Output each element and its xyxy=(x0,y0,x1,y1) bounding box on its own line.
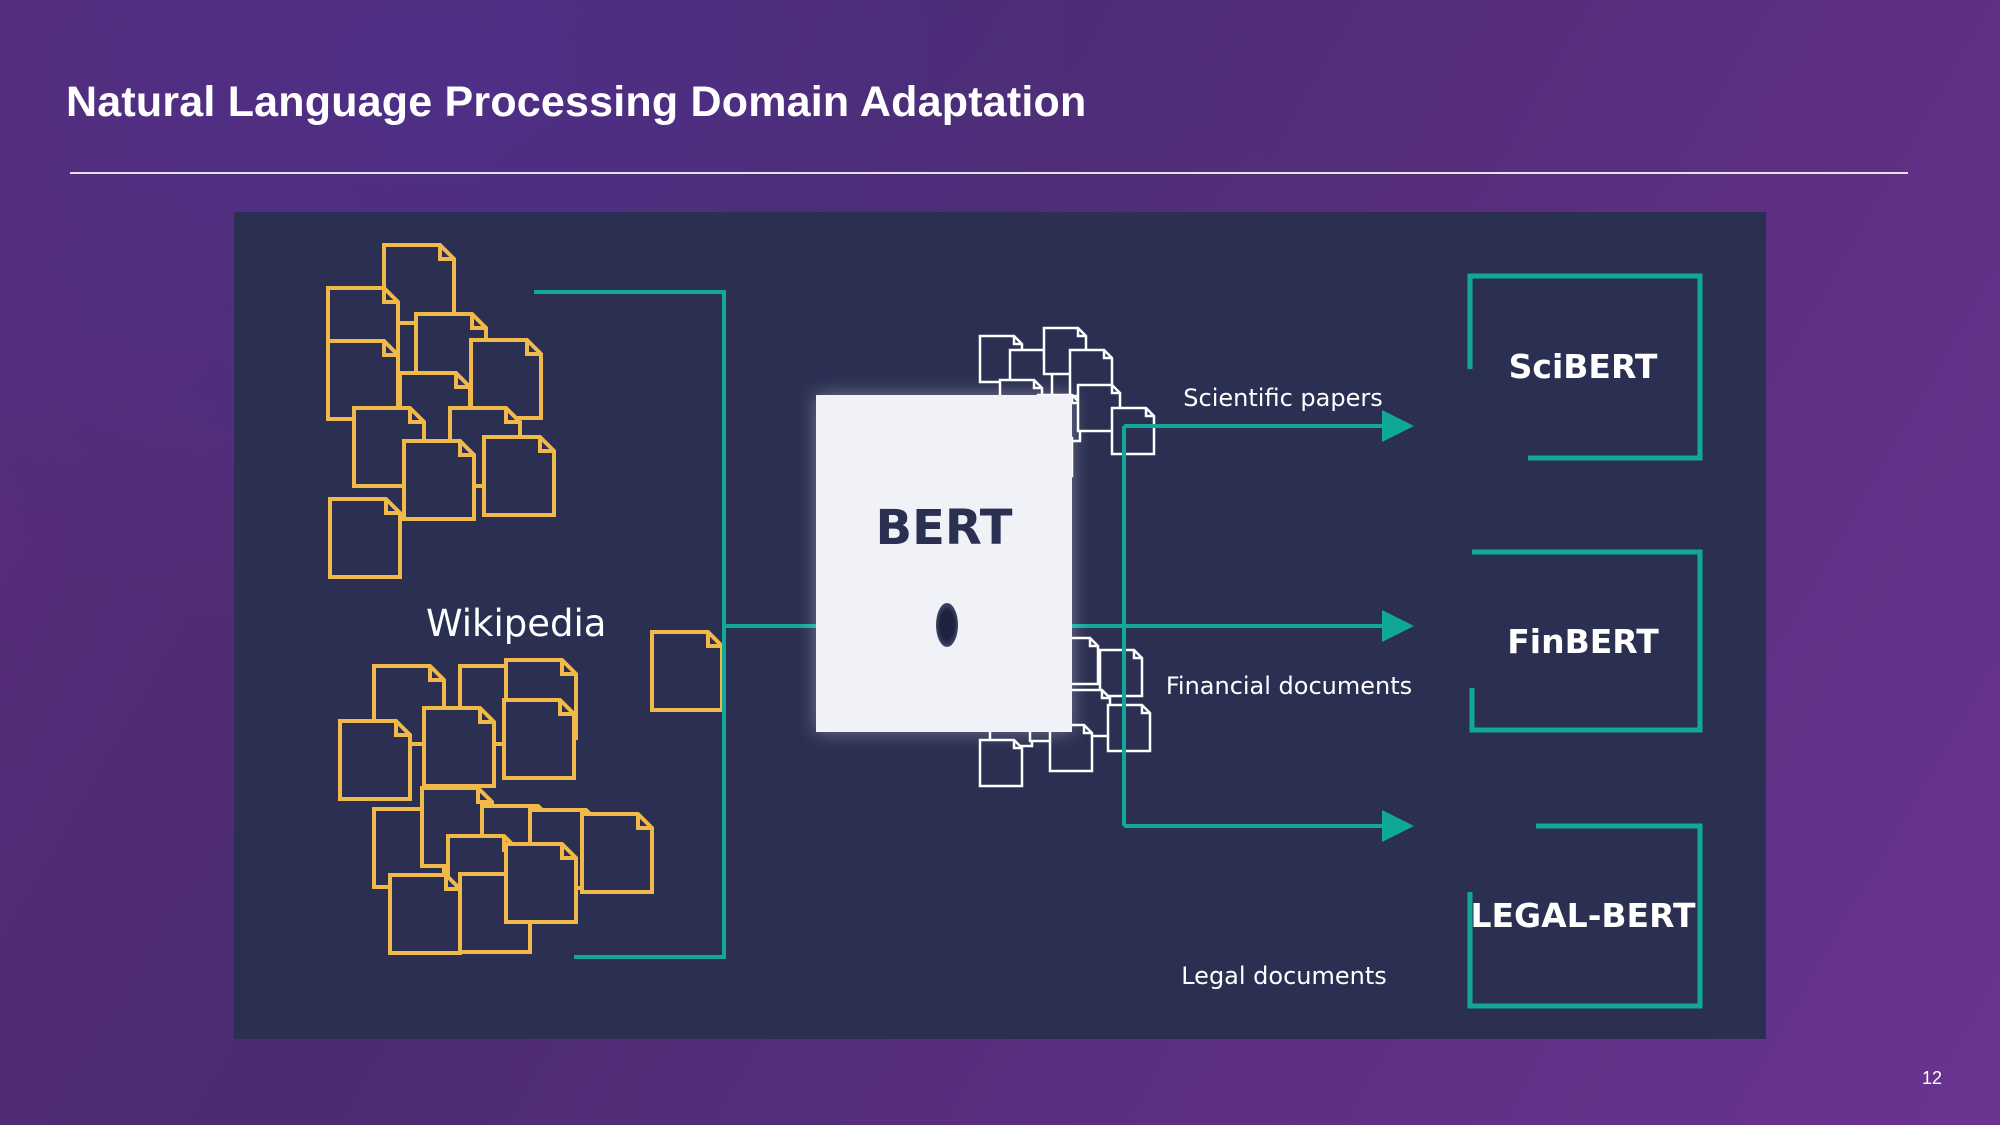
document-icon xyxy=(1048,723,1094,773)
document-icon xyxy=(1098,648,1144,698)
document-icon xyxy=(469,338,543,420)
scibert-frame xyxy=(1467,273,1703,461)
document-icon xyxy=(580,812,654,894)
document-icon xyxy=(1106,703,1152,753)
connector-lines xyxy=(534,290,1414,959)
document-icon xyxy=(338,719,412,801)
model-label-legal-bert: LEGAL-BERT xyxy=(1470,896,1696,935)
finbert-frame xyxy=(1469,549,1703,733)
model-label-finbert: FinBERT xyxy=(1507,622,1659,661)
bert-model-label: BERT xyxy=(875,500,1013,556)
legal-bert-frame xyxy=(1467,823,1703,1009)
slide-title: Natural Language Processing Domain Adapt… xyxy=(66,78,1087,126)
bert-model-box: BERT xyxy=(816,395,1072,732)
domain-corpus-label-legal: Legal documents xyxy=(1181,962,1387,990)
model-frames xyxy=(1467,273,1703,1009)
document-icon xyxy=(402,439,476,521)
wikipedia-document-cluster xyxy=(326,243,724,955)
document-icon xyxy=(978,738,1024,788)
model-label-scibert: SciBERT xyxy=(1508,347,1658,386)
document-icon xyxy=(502,698,576,780)
bert-input-hole xyxy=(936,603,958,647)
document-icon xyxy=(1110,406,1156,456)
document-icon xyxy=(650,630,724,712)
domain-corpus-label-financial: Financial documents xyxy=(1165,672,1413,700)
source-corpus-label: Wikipedia xyxy=(426,602,607,645)
document-icon xyxy=(388,873,462,955)
document-icon xyxy=(482,435,556,517)
document-icon xyxy=(422,706,496,788)
page-number: 12 xyxy=(1921,1068,1942,1088)
title-divider xyxy=(70,172,1908,174)
document-icon xyxy=(328,497,402,579)
document-icon xyxy=(504,842,578,924)
domain-corpus-label-scientific: Scientific papers xyxy=(1183,384,1383,412)
diagram-panel: Wikipedia BERT Scientific papers Financi… xyxy=(234,212,1766,1039)
